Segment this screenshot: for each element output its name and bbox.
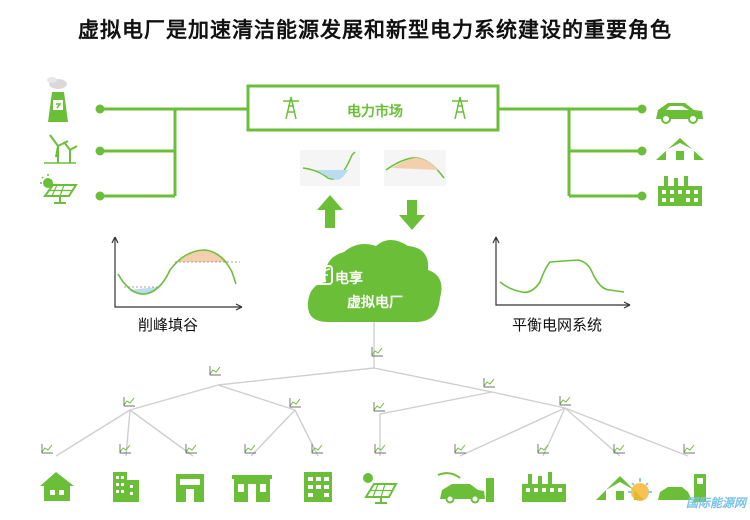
cloud-shape	[307, 240, 442, 322]
electric-car-icon	[656, 103, 703, 124]
cloud-name-label: 虚拟电厂	[347, 295, 403, 311]
trend-icons	[41, 346, 696, 454]
shopping-mall-icon	[232, 475, 272, 502]
factory-icon	[522, 472, 566, 502]
power-plant-icon	[47, 77, 68, 122]
charging-station-icon	[658, 474, 706, 502]
watermark-logo-icon	[628, 478, 652, 501]
solar-panel-icon	[363, 473, 398, 504]
solar-panel-icon	[40, 174, 78, 204]
peak-shaving-chart	[111, 236, 243, 311]
bus-end-dots	[95, 104, 647, 201]
peak-shaving-label: 削峰填谷	[138, 316, 199, 334]
market-bus-lines	[100, 107, 642, 198]
cloud-brand-label: 电享	[335, 271, 363, 287]
tree-connectors	[55, 322, 689, 457]
watermark-text: 国际能源网	[685, 496, 746, 510]
store-icon	[176, 474, 204, 502]
market-box	[246, 84, 500, 132]
factory-icon	[658, 176, 702, 206]
brand-logo-icon	[315, 265, 333, 285]
office-building-icon	[113, 472, 139, 502]
upload-arrow-icon	[317, 195, 343, 228]
house-icon	[656, 138, 704, 160]
mini-peak-curve	[384, 150, 446, 186]
market-label: 电力市场	[347, 104, 403, 120]
wind-turbine-icon	[44, 134, 78, 164]
mini-valley-curve	[300, 150, 360, 186]
download-arrow-icon	[399, 200, 425, 230]
home-icon	[40, 472, 74, 501]
grid-balance-chart	[492, 236, 631, 309]
apartment-icon	[304, 472, 332, 502]
grid-balance-label: 平衡电网系统	[512, 316, 603, 334]
page-title: 虚拟电厂是加速清洁能源发展和新型电力系统建设的重要角色	[78, 18, 672, 42]
ev-charging-icon	[437, 472, 494, 504]
